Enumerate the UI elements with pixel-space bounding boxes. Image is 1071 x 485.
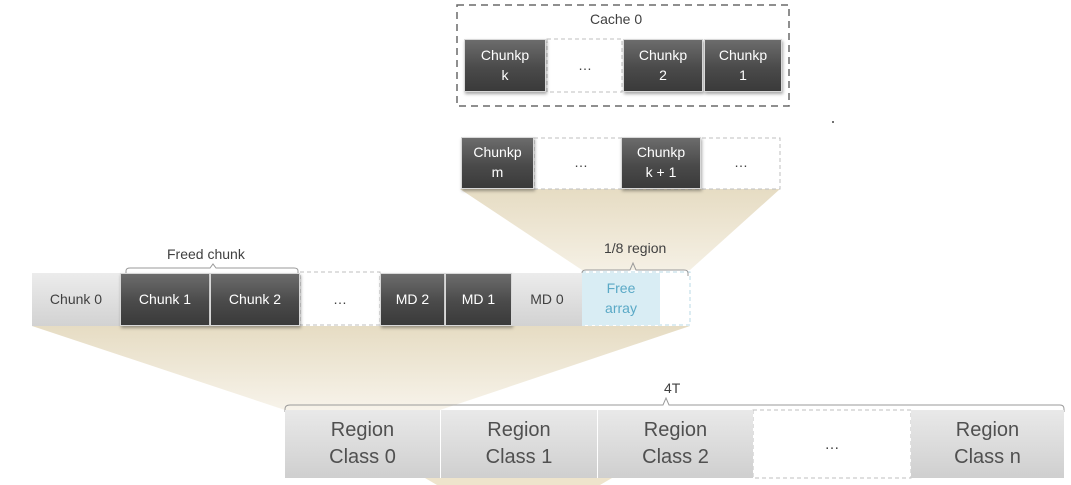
total-size-brace [284, 396, 1065, 412]
list-chunk-m: Chunkp m [461, 137, 534, 189]
list-chunk-ellipsis-1: … [548, 146, 614, 180]
free-array: Free array [582, 273, 660, 325]
cache-empty-slot-outline [546, 38, 623, 93]
region-chunk-1: Chunk 1 [120, 273, 210, 326]
region-chunk-ellipsis: … [306, 282, 374, 317]
funnel-chunks-to-region [460, 189, 780, 270]
cache-chunk-ellipsis: … [556, 48, 614, 84]
region-eighth-brace [581, 261, 689, 276]
funnel-region-to-classes [32, 326, 690, 410]
cache-chunk-2: Chunkp 2 [623, 39, 703, 92]
region-class-1: Region Class 1 [441, 410, 597, 478]
freed-chunk-brace [125, 263, 299, 276]
region-class-ellipsis: … [760, 420, 904, 468]
region-class-n: Region Class n [911, 410, 1064, 478]
region-md-0: MD 0 [512, 273, 582, 326]
freed-chunk-label: Freed chunk [167, 246, 245, 262]
region-chunk-0: Chunk 0 [32, 273, 120, 326]
region-md-2: MD 2 [380, 273, 445, 326]
region-class-0: Region Class 0 [285, 410, 440, 478]
region-fraction-label: 1/8 region [604, 240, 667, 256]
cache-chunk-k: Chunkp k [464, 39, 546, 92]
total-size-label: 4T [664, 380, 681, 396]
region-md-1: MD 1 [445, 273, 512, 326]
cache-title: Cache 0 [590, 11, 643, 27]
stray-dot [832, 121, 834, 123]
region-class-2: Region Class 2 [598, 410, 753, 478]
list-chunk-ellipsis-2: … [708, 146, 774, 180]
list-chunk-k-plus-1: Chunkp k + 1 [621, 137, 701, 189]
funnel-below-classes [425, 478, 612, 485]
cache-chunk-1: Chunkp 1 [704, 39, 782, 92]
region-chunk-2: Chunk 2 [210, 273, 300, 326]
